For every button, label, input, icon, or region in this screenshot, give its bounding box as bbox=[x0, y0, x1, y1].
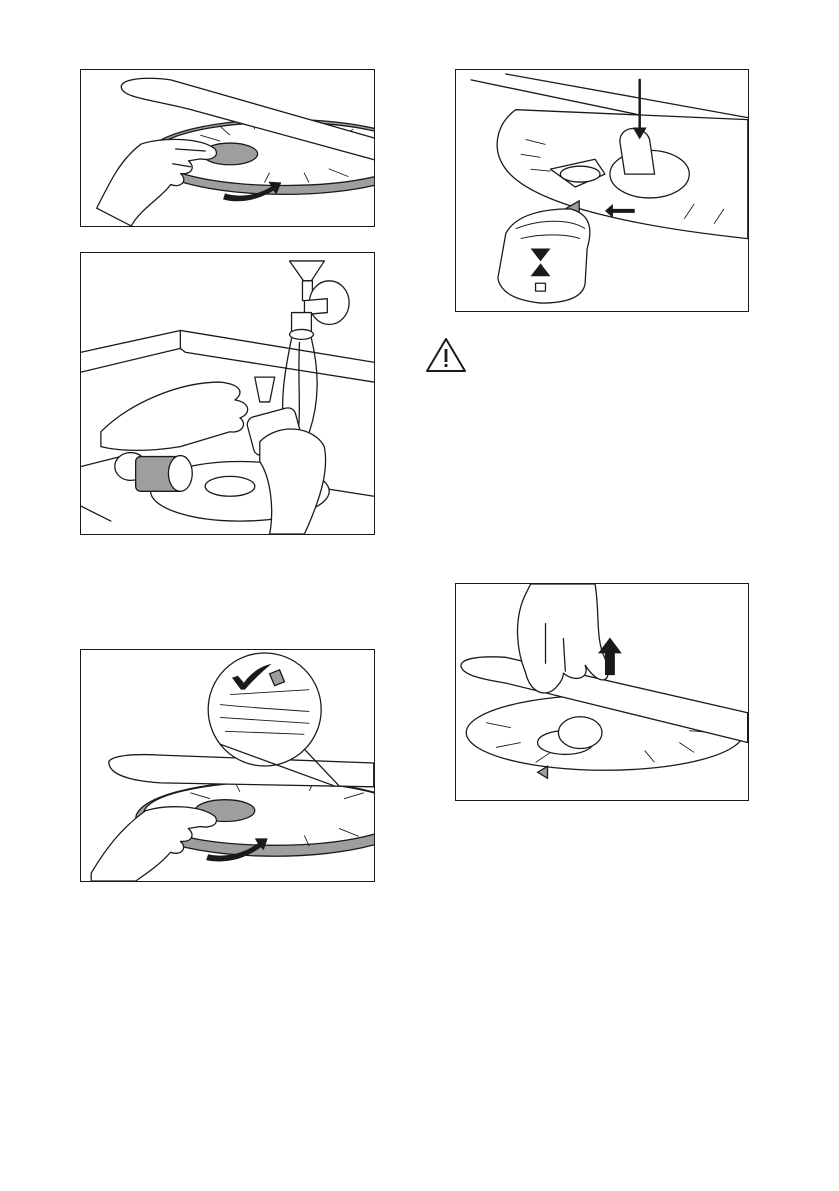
coarse-filter bbox=[115, 453, 192, 492]
tap bbox=[290, 261, 350, 339]
spray-arm-refit-illustration bbox=[455, 583, 749, 801]
warning-triangle-icon bbox=[425, 337, 467, 373]
press-arrow-icon bbox=[633, 80, 647, 140]
filter-removal-illustration bbox=[80, 69, 375, 227]
detail-magnifier bbox=[498, 209, 590, 303]
filter-lock-illustration bbox=[455, 69, 749, 312]
hand bbox=[518, 584, 609, 693]
filter-rinse-illustration bbox=[80, 252, 375, 535]
filter-refit-illustration bbox=[80, 649, 375, 882]
